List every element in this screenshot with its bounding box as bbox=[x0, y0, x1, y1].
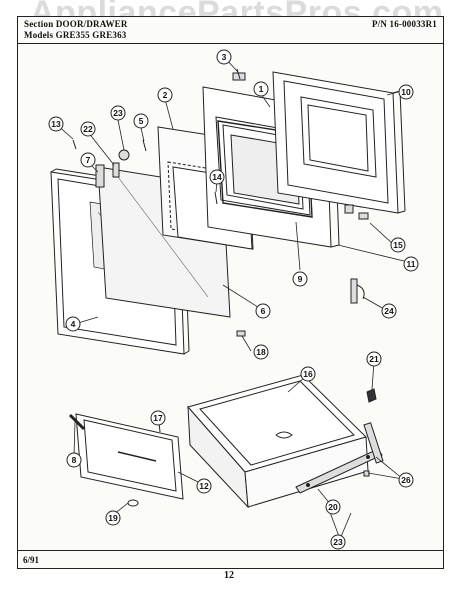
exploded-parts-diagram: 3 10 1 2 23 5 13 22 bbox=[48, 49, 419, 550]
section-header: Section DOOR/DRAWER bbox=[24, 19, 128, 29]
lock-part-22 bbox=[112, 162, 120, 178]
svg-text:11: 11 bbox=[407, 259, 416, 269]
svg-text:23: 23 bbox=[333, 537, 343, 547]
svg-text:16: 16 bbox=[303, 369, 313, 379]
callout-19: 19 bbox=[105, 510, 121, 526]
screw-5 bbox=[142, 139, 147, 152]
section-name: DOOR/DRAWER bbox=[55, 19, 128, 29]
svg-text:8: 8 bbox=[72, 455, 77, 465]
svg-text:12: 12 bbox=[199, 481, 209, 491]
screw-14 bbox=[214, 191, 218, 205]
callout-18: 18 bbox=[253, 344, 269, 360]
callout-8: 8 bbox=[66, 452, 82, 468]
models-value: GRE355 GRE363 bbox=[55, 30, 127, 40]
callout-5: 5 bbox=[133, 113, 149, 129]
svg-text:1: 1 bbox=[259, 84, 264, 94]
svg-text:23: 23 bbox=[113, 108, 123, 118]
svg-text:17: 17 bbox=[153, 413, 163, 423]
callout-9: 9 bbox=[292, 271, 308, 287]
callout-20: 20 bbox=[325, 499, 341, 515]
svg-text:13: 13 bbox=[51, 119, 61, 129]
svg-text:7: 7 bbox=[86, 155, 91, 165]
diagram-sheet: Section DOOR/DRAWER Models GRE355 GRE363… bbox=[17, 16, 444, 569]
callout-23-bottom: 23 bbox=[330, 534, 346, 550]
section-label: Section bbox=[24, 19, 54, 29]
svg-text:10: 10 bbox=[401, 87, 411, 97]
clip-21 bbox=[366, 388, 377, 403]
svg-text:2: 2 bbox=[163, 90, 168, 100]
svg-text:9: 9 bbox=[298, 274, 303, 284]
part-number: P/N 16-00033R1 bbox=[371, 19, 437, 29]
drawer-front-panel bbox=[68, 411, 184, 507]
callout-24: 24 bbox=[381, 303, 397, 319]
callout-17: 17 bbox=[150, 410, 166, 426]
svg-text:6: 6 bbox=[261, 306, 266, 316]
hinge-bracket bbox=[232, 68, 246, 81]
leader-lines bbox=[55, 56, 409, 540]
callout-4: 4 bbox=[65, 316, 81, 332]
svg-text:4: 4 bbox=[71, 319, 76, 329]
hinge-7 bbox=[95, 164, 105, 188]
callout-2: 2 bbox=[157, 87, 173, 103]
svg-text:18: 18 bbox=[256, 347, 266, 357]
hinge-parts bbox=[344, 204, 369, 220]
callout-7: 7 bbox=[80, 152, 96, 168]
callout-14: 14 bbox=[209, 169, 225, 185]
svg-text:22: 22 bbox=[83, 124, 93, 134]
page-number: 12 bbox=[224, 570, 234, 581]
callout-13: 13 bbox=[48, 116, 64, 132]
svg-text:24: 24 bbox=[384, 306, 394, 316]
callout-3: 3 bbox=[216, 49, 232, 65]
header-rule bbox=[18, 43, 443, 44]
door-seal-frame bbox=[272, 71, 406, 214]
callout-10: 10 bbox=[398, 84, 414, 100]
models-header: Models GRE355 GRE363 bbox=[24, 30, 127, 40]
callout-16: 16 bbox=[300, 366, 316, 382]
callout-1-top: 1 bbox=[253, 81, 269, 97]
footer-rule bbox=[18, 550, 443, 551]
callout-21: 21 bbox=[366, 351, 382, 367]
callout-6: 6 bbox=[255, 303, 271, 319]
svg-text:3: 3 bbox=[222, 52, 227, 62]
svg-text:15: 15 bbox=[393, 240, 403, 250]
rail-end bbox=[363, 422, 384, 477]
callout-11: 11 bbox=[403, 256, 419, 272]
drawer-rail bbox=[295, 448, 383, 494]
clip-part bbox=[236, 330, 246, 337]
screw-13 bbox=[72, 139, 77, 150]
svg-text:26: 26 bbox=[401, 475, 411, 485]
svg-text:21: 21 bbox=[369, 354, 379, 364]
models-label: Models bbox=[24, 30, 54, 40]
callout-22: 22 bbox=[80, 121, 96, 137]
svg-text:5: 5 bbox=[139, 116, 144, 126]
svg-text:19: 19 bbox=[108, 513, 118, 523]
callout-12: 12 bbox=[196, 478, 212, 494]
drawer-body bbox=[187, 374, 369, 509]
thermostat-23 bbox=[118, 149, 130, 161]
door-handle-bracket bbox=[350, 278, 365, 304]
callout-15: 15 bbox=[390, 237, 406, 253]
svg-text:14: 14 bbox=[212, 172, 222, 182]
footer-date: 6/91 bbox=[23, 555, 40, 565]
svg-text:20: 20 bbox=[328, 502, 338, 512]
callout-23-top: 23 bbox=[110, 105, 126, 121]
callout-26: 26 bbox=[398, 472, 414, 488]
